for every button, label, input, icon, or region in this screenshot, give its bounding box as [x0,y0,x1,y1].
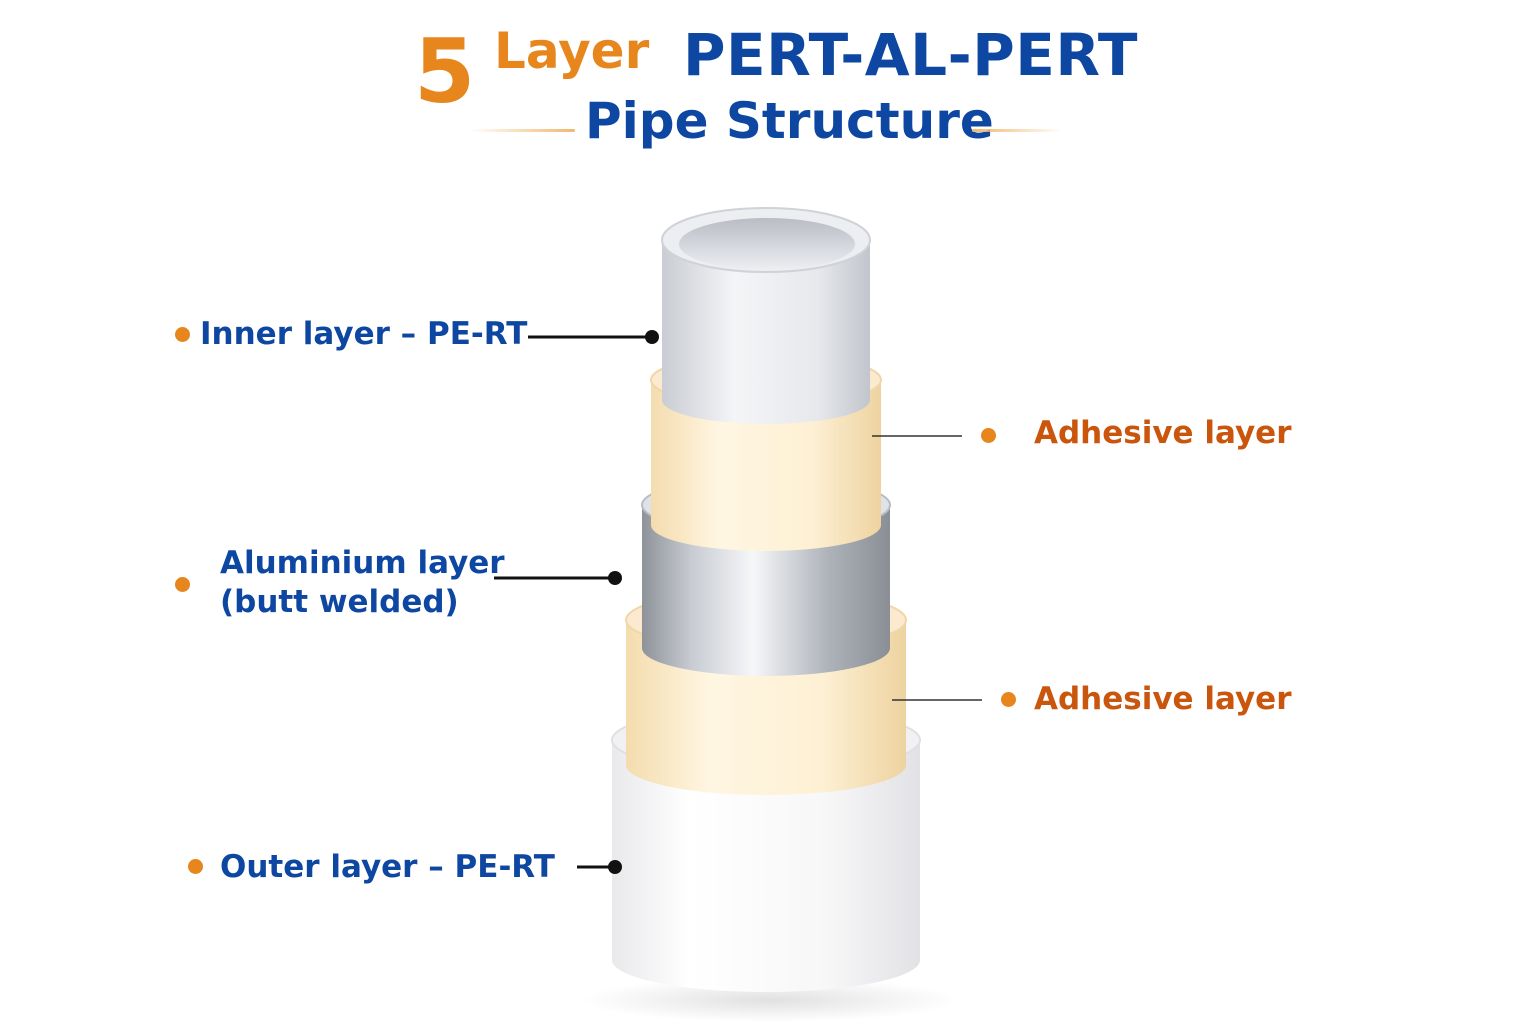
page-subtitle: Pipe Structure [585,92,994,150]
inner-layer-shape [661,207,871,424]
bullet-inner [175,327,190,342]
title-number: 5 [414,20,476,123]
bullet-adhesive-1 [981,428,996,443]
title-underline-left [470,129,575,132]
label-outer-layer: Outer layer – PE-RT [220,849,555,885]
title-underline-right [972,129,1062,132]
title-word: Layer [494,22,650,80]
leader-inner [528,330,659,344]
label-aluminium-line2: (butt welded) [220,584,459,620]
leader-outer [577,860,622,874]
leader-aluminium [494,571,622,585]
label-inner-layer: Inner layer – PE-RT [200,316,528,352]
page-title: PERT-AL-PERT [683,21,1138,89]
pipe-shadow [580,978,960,1022]
bullet-adhesive-2 [1001,692,1016,707]
label-aluminium-line1: Aluminium layer [220,545,505,581]
bullet-aluminium [175,577,190,592]
label-adhesive-layer-1: Adhesive layer [1034,415,1292,451]
bullet-outer [188,859,203,874]
label-adhesive-layer-2: Adhesive layer [1034,681,1292,717]
